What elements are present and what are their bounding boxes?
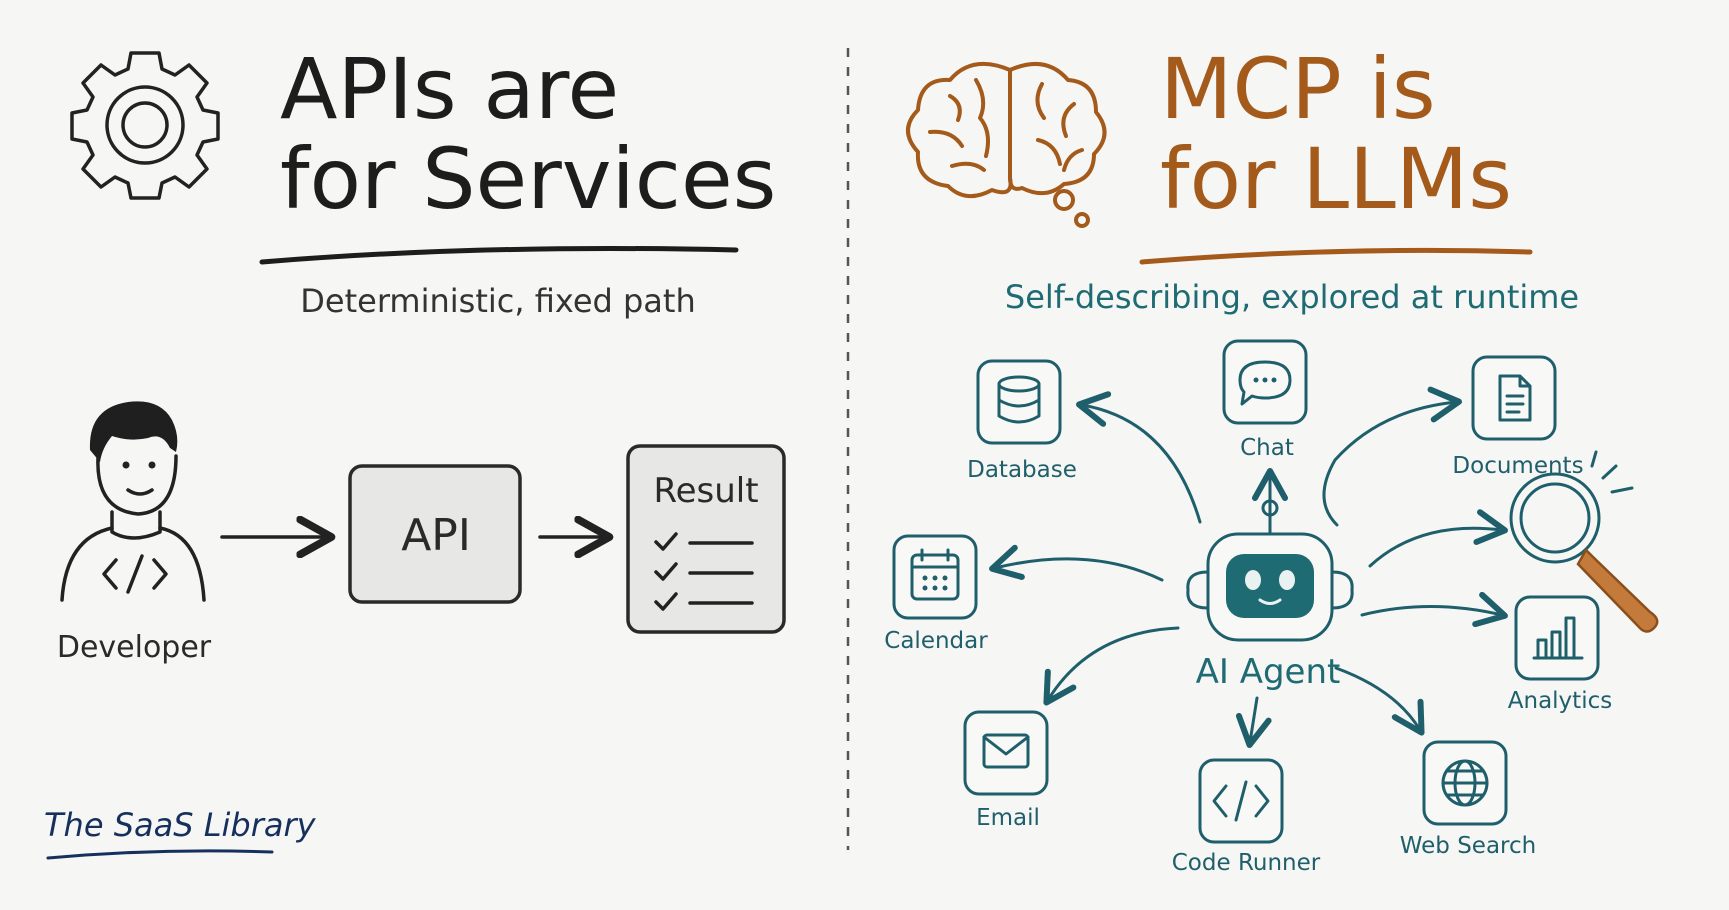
- checklist-icon: [654, 532, 754, 611]
- arrow-to-code-runner: [1235, 696, 1272, 748]
- bar-chart-icon: [1532, 616, 1584, 660]
- robot-icon: [1186, 499, 1354, 642]
- code-icon: [1212, 780, 1270, 822]
- tool-documents: [1471, 355, 1557, 441]
- tool-web-search: [1422, 740, 1508, 826]
- database-icon: [997, 375, 1041, 424]
- left-title-line1: APIs are: [280, 40, 619, 138]
- result-label: Result: [653, 471, 758, 511]
- arrow-to-email: [1043, 626, 1180, 706]
- magnifier-icon: [1509, 450, 1659, 633]
- tool-code-runner: [1198, 758, 1284, 844]
- right-title-line2: for LLMs: [1160, 130, 1512, 228]
- database-label: Database: [967, 457, 1077, 483]
- result-card: [626, 444, 786, 634]
- arrow-to-magnifier: [1368, 509, 1508, 568]
- analytics-label: Analytics: [1508, 688, 1612, 714]
- arrow-to-web-search: [1334, 666, 1425, 736]
- arrow-to-documents: [1322, 386, 1462, 527]
- email-label: Email: [976, 805, 1040, 831]
- calendar-label: Calendar: [884, 628, 988, 654]
- developer-icon: [60, 401, 206, 602]
- globe-icon: [1441, 759, 1489, 807]
- web-search-label: Web Search: [1400, 833, 1536, 859]
- tool-calendar: [892, 534, 978, 620]
- chat-label: Chat: [1240, 435, 1294, 461]
- agent-label: AI Agent: [1196, 652, 1341, 692]
- left-subtitle: Deterministic, fixed path: [300, 282, 695, 320]
- gear-icon: [70, 51, 220, 200]
- document-icon: [1498, 374, 1532, 422]
- left-title-line2: for Services: [280, 130, 776, 228]
- tool-database: [976, 359, 1062, 445]
- code-runner-label: Code Runner: [1172, 850, 1321, 876]
- arrow-to-database: [1076, 391, 1202, 524]
- tool-email: [963, 710, 1049, 796]
- arrow-to-calendar: [989, 544, 1164, 582]
- brain-icon: [906, 62, 1107, 228]
- left-title-underline: [259, 246, 739, 265]
- developer-label: Developer: [57, 630, 212, 665]
- arrow-to-analytics: [1360, 591, 1508, 628]
- email-icon: [982, 733, 1030, 769]
- right-panel: MCP is for LLMs Self-describing, explore…: [884, 40, 1659, 876]
- tool-chat: [1222, 339, 1308, 425]
- calendar-icon: [910, 548, 960, 601]
- api-box: [348, 464, 522, 604]
- brand-underline: [46, 849, 274, 860]
- chat-icon: [1238, 360, 1292, 406]
- api-label: API: [401, 510, 471, 561]
- right-subtitle: Self-describing, explored at runtime: [1005, 278, 1579, 316]
- brand-logo: The SaaS Library: [44, 806, 317, 844]
- left-panel: APIs are for Services Deterministic, fix…: [44, 40, 786, 860]
- right-title-underline: [1139, 247, 1533, 265]
- tool-analytics: [1514, 595, 1600, 681]
- right-title-line1: MCP is: [1160, 40, 1436, 138]
